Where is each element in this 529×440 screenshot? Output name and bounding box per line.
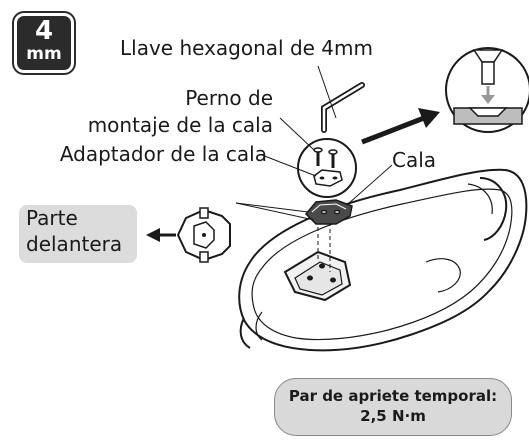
hex-size-badge: 4 mm [14,13,74,73]
badge-number: 4 [34,16,54,46]
label-hex-key: Llave hexagonal de 4mm [120,36,373,60]
label-bolt-line1: Perno de [185,86,273,110]
shoe-sole [238,168,528,352]
torque-callout: Par de apriete temporal: 2,5 N·m [274,378,512,436]
torque-value: 2,5 N·m [360,407,426,425]
zoom-circle [297,138,357,198]
bolt-detail-circle [445,47,529,133]
front-label-line1: Parte [26,206,78,230]
detail-arrow [361,108,440,145]
front-label-box [19,205,137,263]
front-label: Parte delantera [26,205,122,257]
alignment-lines [317,220,331,272]
cleat-part [304,199,353,225]
leader-lines [235,65,393,221]
label-adapter: Adaptador de la cala [59,142,267,166]
hex-key-tool [321,82,365,133]
badge-unit: mm [26,44,62,64]
label-cleat: Cala [392,148,437,172]
front-label-line2: delantera [26,232,123,256]
front-direction-indicator [146,207,231,263]
torque-line1: Par de apriete temporal: [288,387,498,405]
label-bolt-line2: montaje de la cala [87,113,273,137]
